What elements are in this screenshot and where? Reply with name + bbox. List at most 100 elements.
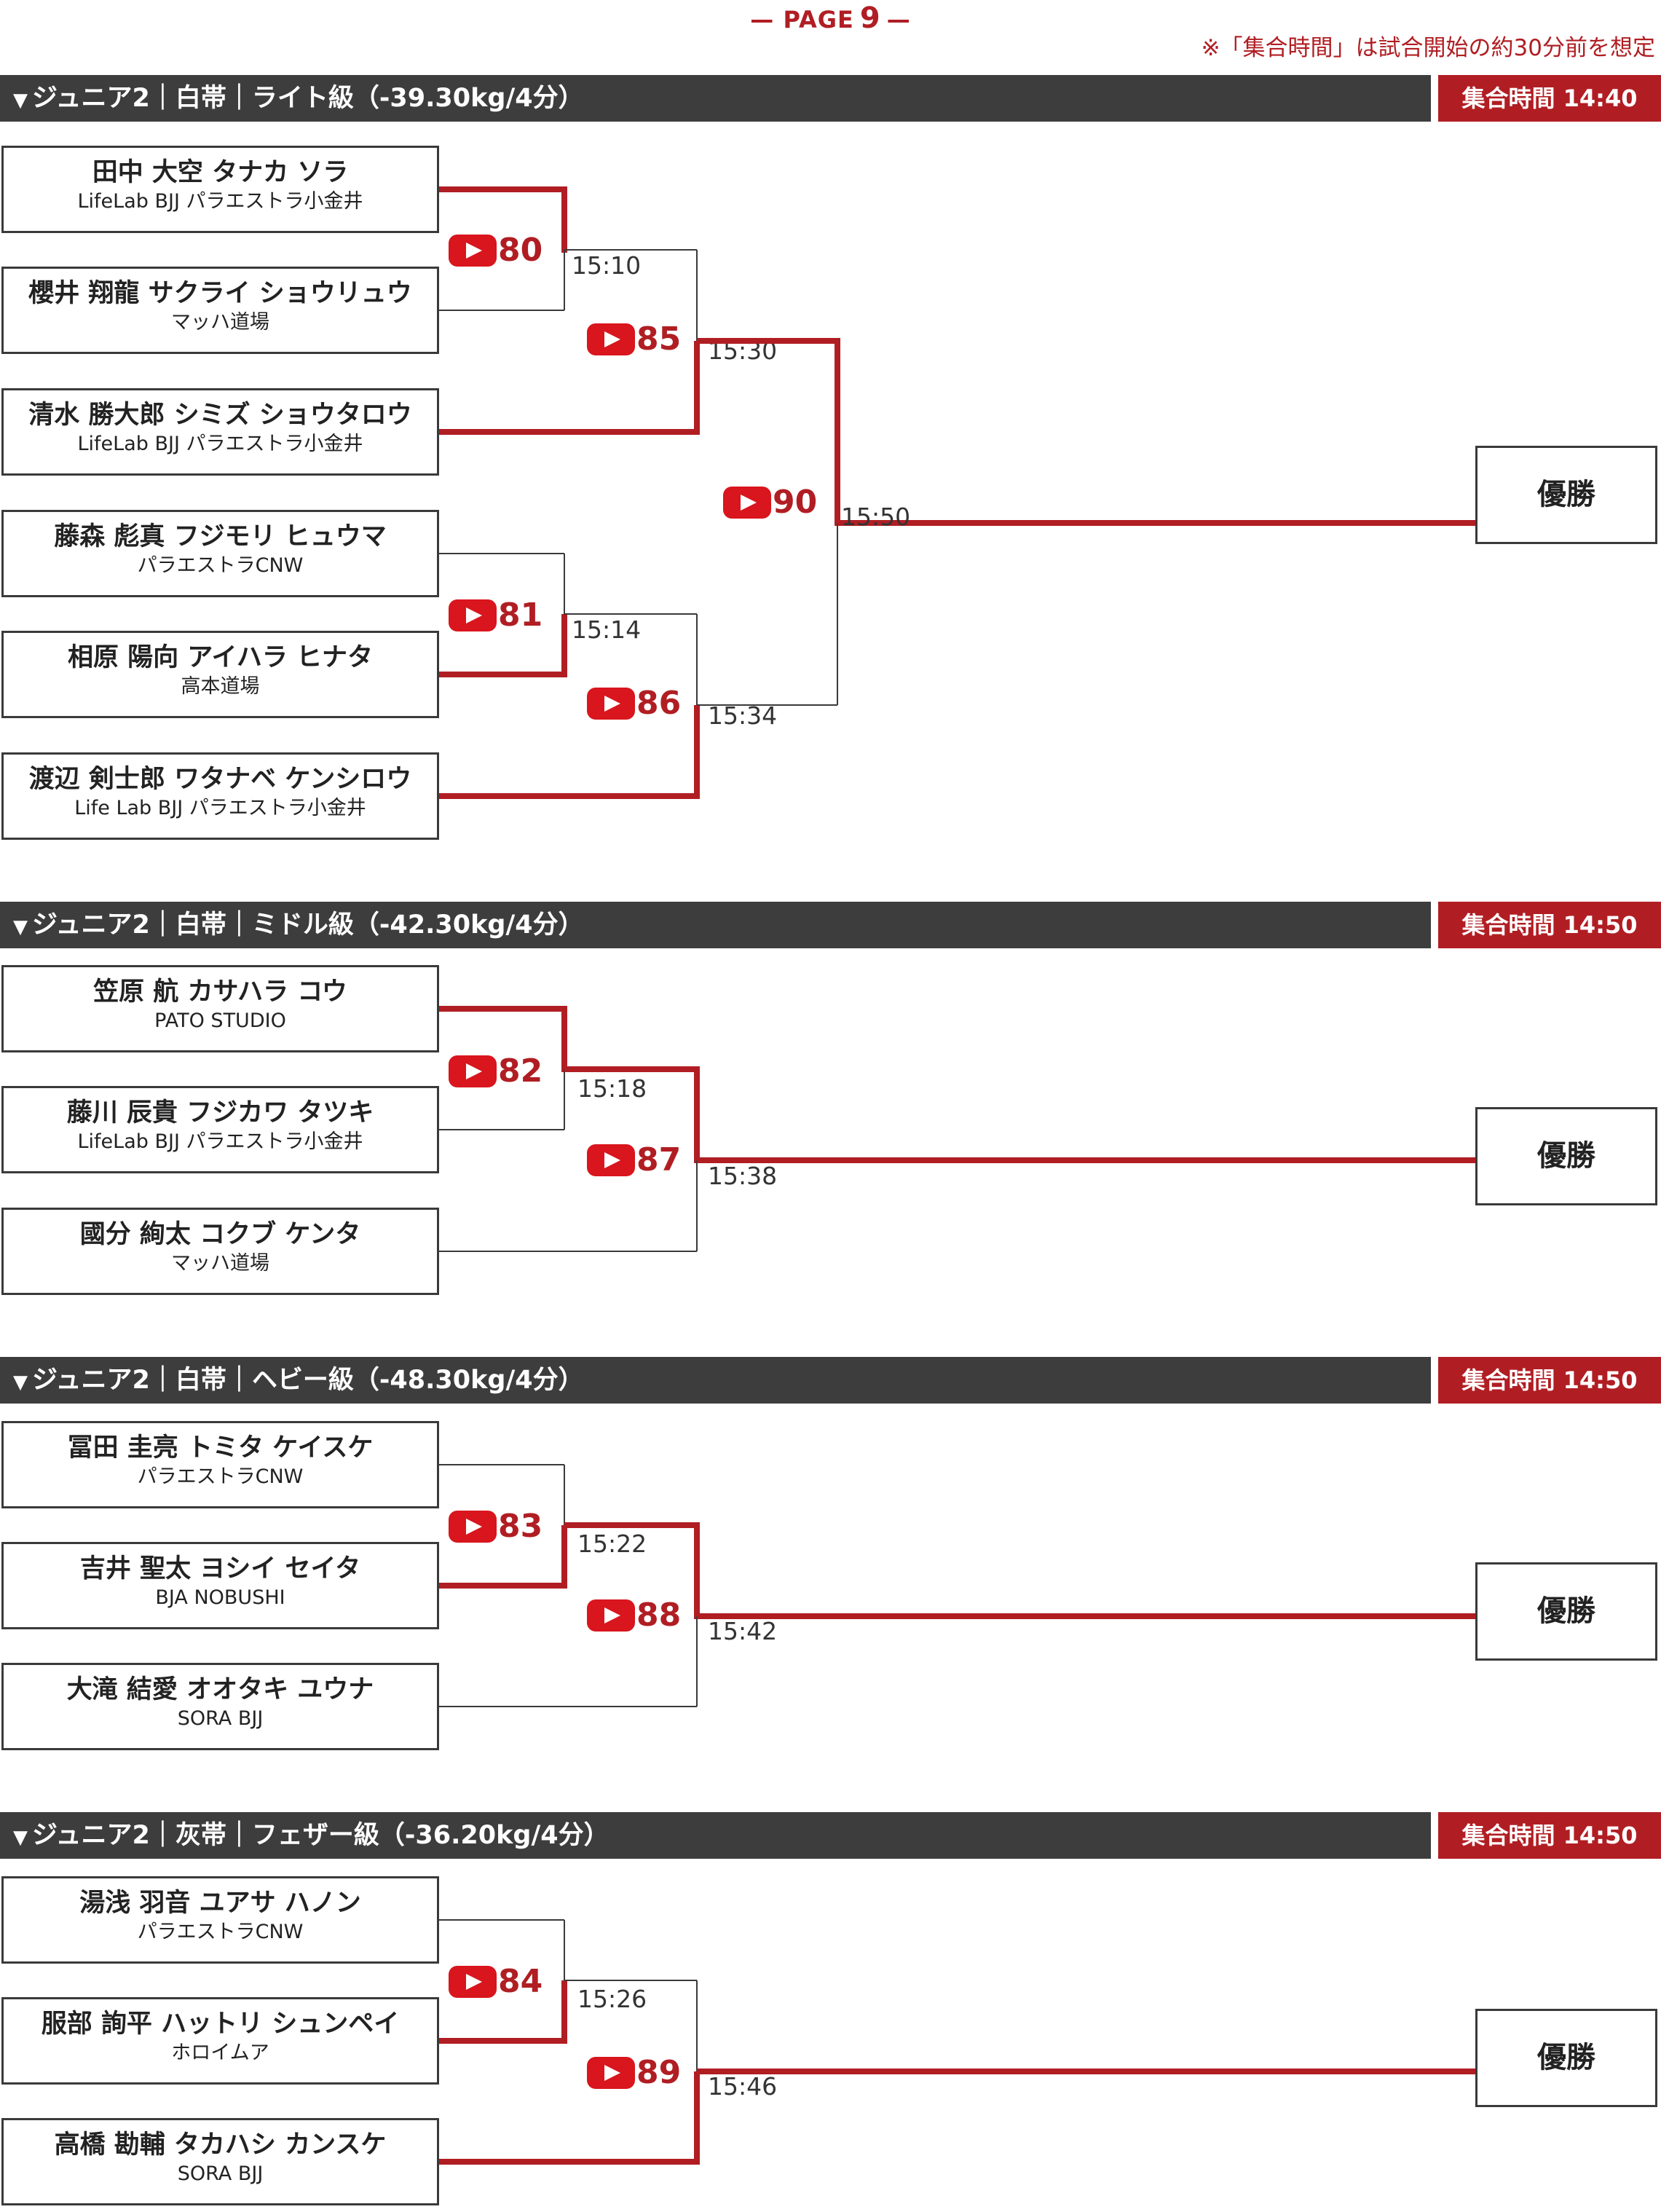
page-label-suffix: —	[886, 6, 911, 34]
bracket-line	[439, 1706, 697, 1707]
match-number: 87	[636, 1141, 682, 1178]
player-club: SORA BJJ	[177, 2162, 264, 2185]
youtube-play-icon[interactable]	[587, 1599, 635, 1632]
triangle-down-icon: ▼	[13, 1371, 28, 1393]
match-marker[interactable]: 81	[449, 599, 543, 631]
player-name: 櫻井 翔龍 サクライ ショウリュウ	[28, 279, 412, 308]
player-name: 田中 大空 タナカ ソラ	[92, 158, 349, 187]
player-entry: 櫻井 翔龍 サクライ ショウリュウマッハ道場	[1, 267, 439, 354]
bracket-line-highlight	[694, 341, 700, 435]
youtube-play-icon[interactable]	[449, 599, 497, 631]
player-club: SORA BJJ	[177, 1707, 264, 1730]
youtube-play-icon[interactable]	[587, 688, 635, 720]
match-marker[interactable]: 85	[587, 323, 681, 355]
bracket-line-highlight	[694, 1069, 700, 1163]
match-number: 86	[636, 685, 682, 722]
bracket-line-highlight	[561, 1525, 567, 1589]
winner-box: 優勝	[1475, 1562, 1657, 1661]
bracket-line-highlight	[694, 1525, 700, 1619]
match-time: 15:46	[708, 2072, 778, 2101]
player-club: パラエストラCNW	[137, 1465, 304, 1488]
player-club: ホロイムア	[171, 2042, 269, 2064]
youtube-play-icon[interactable]	[449, 1511, 497, 1543]
bracket-line-highlight	[835, 341, 840, 526]
match-marker[interactable]: 87	[587, 1144, 681, 1176]
player-name: 笠原 航 カサハラ コウ	[93, 977, 347, 1007]
bracket-line-highlight	[439, 2038, 567, 2044]
bracket-line	[439, 1129, 564, 1130]
match-marker[interactable]: 84	[449, 1966, 543, 1998]
winner-box: 優勝	[1475, 1107, 1657, 1205]
division-header: ▼ジュニア2｜白帯｜ライト級（-39.30kg/4分）	[0, 75, 1431, 122]
youtube-play-icon[interactable]	[449, 1055, 497, 1087]
bracket-line-highlight	[561, 614, 567, 677]
bracket-line-highlight	[439, 793, 700, 799]
assembly-note: ※「集合時間」は試合開始の約30分前を想定	[1201, 35, 1655, 61]
bracket-line	[697, 704, 837, 706]
triangle-down-icon: ▼	[13, 90, 28, 111]
division-title: ジュニア2｜白帯｜ヘビー級（-48.30kg/4分）	[32, 1366, 584, 1395]
assembly-time-badge: 集合時間 14:50	[1438, 1812, 1661, 1859]
match-marker[interactable]: 89	[587, 2057, 681, 2089]
bracket-line-highlight	[837, 520, 1478, 526]
player-club: パラエストラCNW	[137, 1921, 304, 1943]
youtube-play-icon[interactable]	[723, 487, 771, 519]
match-number: 88	[636, 1597, 682, 1634]
match-marker[interactable]: 90	[723, 487, 817, 519]
player-club: マッハ道場	[171, 1252, 269, 1275]
match-marker[interactable]: 82	[449, 1055, 543, 1087]
bracket-line	[439, 310, 564, 311]
match-marker[interactable]: 80	[449, 235, 543, 267]
player-entry: 藤森 彪真 フジモリ ヒュウマパラエストラCNW	[1, 510, 439, 597]
match-marker[interactable]: 88	[587, 1599, 681, 1632]
youtube-play-icon[interactable]	[587, 2057, 635, 2089]
player-club: マッハ道場	[171, 311, 269, 334]
division-header: ▼ジュニア2｜白帯｜ミドル級（-42.30kg/4分）	[0, 902, 1431, 948]
triangle-down-icon: ▼	[13, 916, 28, 938]
player-club: LifeLab BJJ パラエストラ小金井	[77, 1130, 363, 1153]
division-title: ジュニア2｜白帯｜ライト級（-39.30kg/4分）	[32, 84, 584, 113]
bracket-line-highlight	[697, 1157, 1478, 1163]
match-number: 83	[498, 1508, 543, 1545]
player-name: 渡辺 剣士郎 ワタナベ ケンシロウ	[28, 765, 412, 794]
bracket-line-highlight	[439, 429, 700, 435]
division-header: ▼ジュニア2｜白帯｜ヘビー級（-48.30kg/4分）	[0, 1357, 1431, 1404]
player-club: BJA NOBUSHI	[155, 1586, 285, 1609]
match-time: 15:14	[572, 615, 642, 644]
match-number: 84	[498, 1963, 543, 2000]
player-entry: 田中 大空 タナカ ソラ LifeLab BJJ パラエストラ小金井	[1, 146, 439, 233]
player-club: Life Lab BJJ パラエストラ小金井	[74, 797, 366, 819]
match-time: 15:22	[577, 1530, 647, 1558]
youtube-play-icon[interactable]	[587, 1144, 635, 1176]
bracket-line-highlight	[439, 1583, 567, 1589]
match-time: 15:10	[572, 251, 642, 280]
bracket-line	[696, 614, 698, 705]
match-marker[interactable]: 83	[449, 1511, 543, 1543]
youtube-play-icon[interactable]	[449, 235, 497, 267]
youtube-play-icon[interactable]	[587, 323, 635, 355]
player-club: 高本道場	[181, 675, 260, 698]
player-entry: 渡辺 剣士郎 ワタナベ ケンシロウ Life Lab BJJ パラエストラ小金井	[1, 752, 439, 840]
match-time: 15:42	[708, 1617, 778, 1645]
player-name: 服部 詢平 ハットリ シュンペイ	[41, 2010, 400, 2039]
bracket-line-highlight	[564, 1066, 700, 1072]
player-name: 湯浅 羽音 ユアサ ハノン	[79, 1889, 361, 1918]
youtube-play-icon[interactable]	[449, 1966, 497, 1998]
match-marker[interactable]: 86	[587, 688, 681, 720]
bracket-line	[439, 1919, 564, 1921]
page-label: — PAGE	[750, 6, 854, 34]
bracket-line-highlight	[694, 705, 700, 799]
player-entry: 冨田 圭亮 トミタ ケイスケパラエストラCNW	[1, 1421, 439, 1508]
player-name: 高橋 勘輔 タカハシ カンスケ	[54, 2130, 387, 2160]
bracket-line-highlight	[697, 2068, 1478, 2074]
bracket-line	[564, 613, 697, 615]
player-club: LifeLab BJJ パラエストラ小金井	[77, 190, 363, 213]
match-number: 82	[498, 1052, 543, 1090]
assembly-time-badge: 集合時間 14:50	[1438, 902, 1661, 948]
